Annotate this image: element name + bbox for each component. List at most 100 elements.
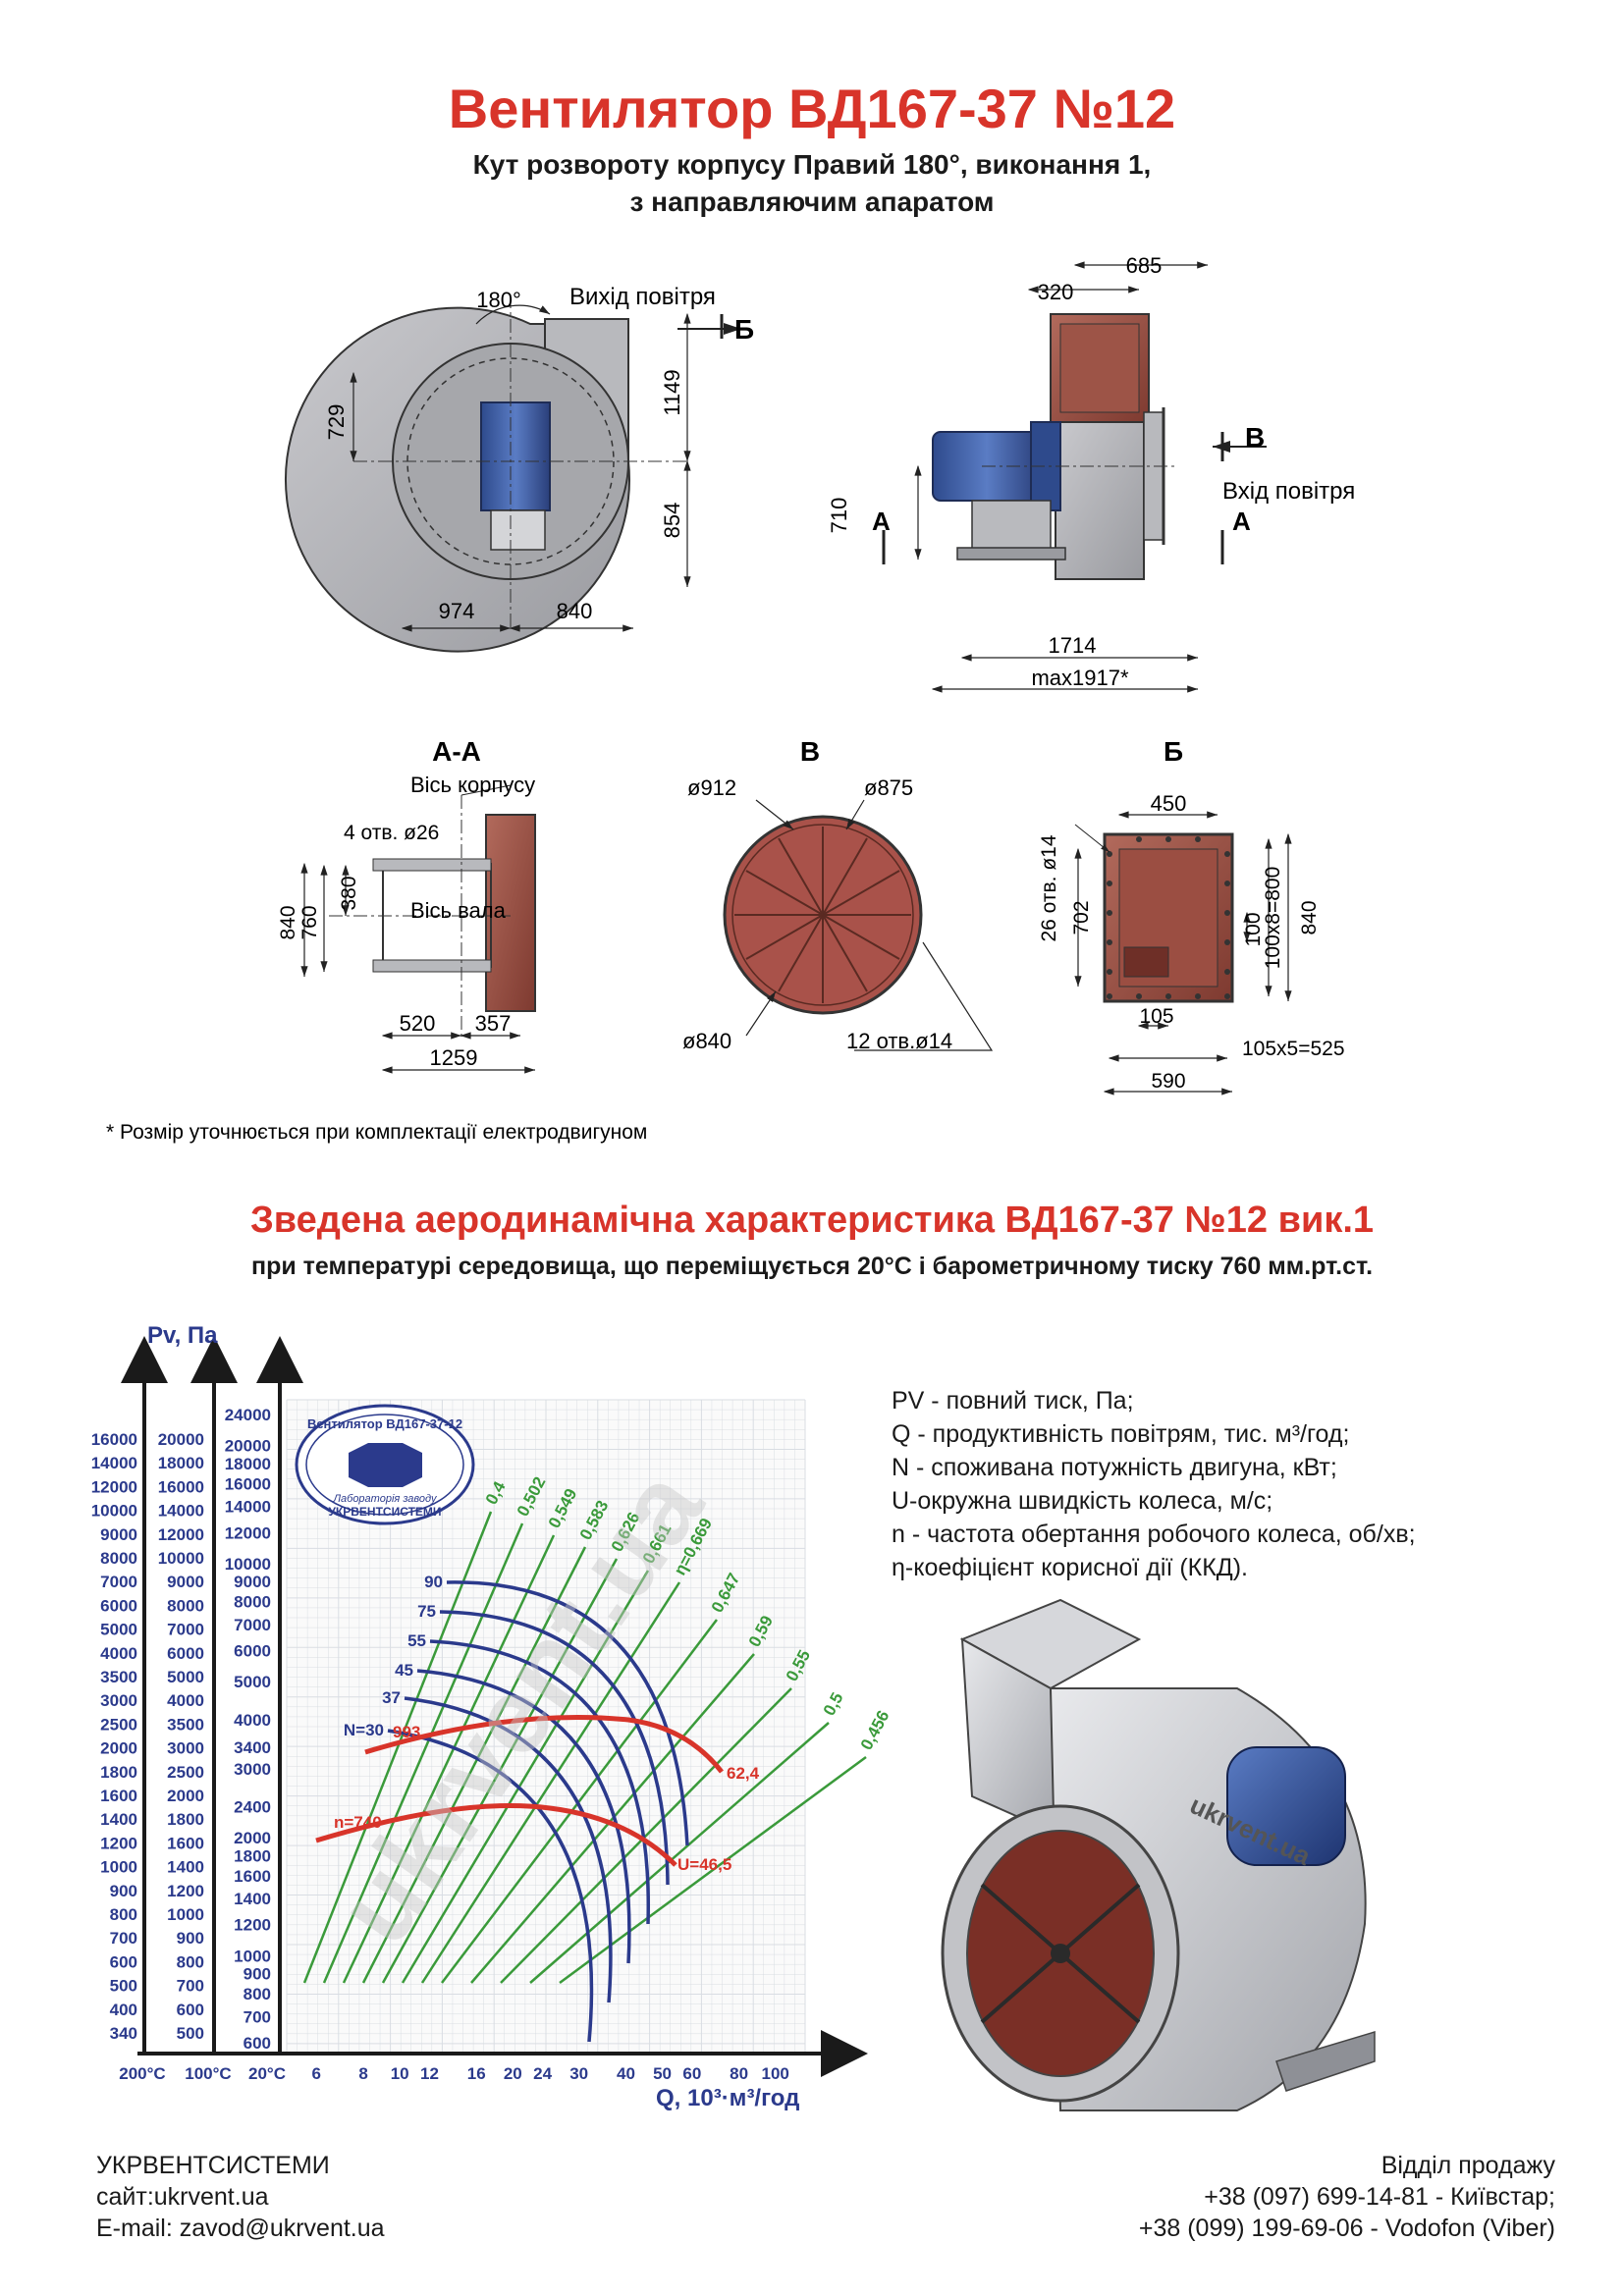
y-tick-100c: 3500 xyxy=(167,1715,204,1734)
pressure-curve xyxy=(364,1715,724,1774)
power-label: 37 xyxy=(382,1688,401,1707)
y-tick-20c: 7000 xyxy=(234,1616,271,1634)
y-tick-200c: 1200 xyxy=(100,1834,137,1852)
section-aa-dim-357: 357 xyxy=(475,1011,512,1036)
y-tick-100c: 9000 xyxy=(167,1573,204,1591)
y-tick-200c: 12000 xyxy=(91,1477,137,1496)
footer-site[interactable]: сайт:ukrvent.ua xyxy=(96,2183,269,2211)
y-tick-20c: 8000 xyxy=(234,1593,271,1612)
y-tick-100c: 2500 xyxy=(167,1763,204,1782)
section-aa-axis-shaft: Вісь вала xyxy=(410,898,507,923)
aero-subtitle: при температурі середовища, що переміщує… xyxy=(250,1253,1374,1280)
efficiency-line xyxy=(470,1653,755,1984)
section-aa-dim-520: 520 xyxy=(400,1011,436,1036)
view-b-dim-590: 590 xyxy=(1151,1070,1185,1093)
view-v-drawing xyxy=(723,799,994,1051)
x-axis-label: Q, 10³·м³/год xyxy=(656,2085,799,2111)
section-aa-dim-760: 760 xyxy=(298,905,321,939)
power-label: 55 xyxy=(407,1631,426,1650)
y-tick-20c: 12000 xyxy=(225,1523,271,1542)
footer-left: УКРВЕНТСИСТЕМИ сайт:ukrvent.ua E-mail: z… xyxy=(96,2150,385,2244)
section-aa-dim-1259: 1259 xyxy=(430,1045,478,1070)
view-b-dim-105: 105 xyxy=(1139,1005,1173,1028)
footer-right: Відділ продажу +38 (097) 699-14-81 - Киї… xyxy=(1139,2150,1555,2244)
front-dim-974: 974 xyxy=(439,599,475,623)
power-curve xyxy=(446,1580,689,1846)
view-b-dim-840: 840 xyxy=(1298,900,1321,934)
section-aa-dim-380: 380 xyxy=(338,876,360,910)
stamp-line1: Вентилятор ВД167-37-12 xyxy=(307,1416,462,1431)
y-tick-100c: 3000 xyxy=(167,1739,204,1758)
front-outlet-label: Вихід повітря xyxy=(569,284,716,310)
x-tick: 12 xyxy=(420,2064,439,2083)
front-dim-840: 840 xyxy=(557,599,593,623)
y-tick-200c: 1000 xyxy=(100,1858,137,1877)
section-aa-holes: 4 отв. ø26 xyxy=(344,822,439,844)
section-aa-axis-body: Вісь корпусу xyxy=(410,773,535,797)
y-tick-200c: 8000 xyxy=(100,1549,137,1568)
plot-grid xyxy=(286,1399,806,2055)
y-tick-100c: 14000 xyxy=(158,1502,204,1521)
y-tick-20c: 5000 xyxy=(234,1673,271,1691)
footer-phone-2[interactable]: +38 (099) 199-69-06 - Vodofon (Viber) xyxy=(1138,2215,1555,2242)
legend-item-eta: η-коефіцієнт корисної дії (ККД). xyxy=(892,1554,1248,1581)
x-tick: 6 xyxy=(312,2064,321,2083)
legend-item-n: N - споживана потужність двигуна, кВт; xyxy=(892,1454,1337,1481)
view-v-title: В xyxy=(800,736,820,767)
y-tick-20c: 1800 xyxy=(234,1846,271,1865)
y-tick-20c: 600 xyxy=(244,2034,271,2053)
y-tick-20c: 3400 xyxy=(234,1738,271,1757)
power-curve xyxy=(439,1610,670,1886)
x-tick: 10 xyxy=(391,2064,409,2083)
y-tick-100c: 900 xyxy=(177,1929,204,1948)
side-dim-685: 685 xyxy=(1126,253,1163,278)
y-tick-20c: 2000 xyxy=(234,1829,271,1847)
y-tick-200c: 4000 xyxy=(100,1644,137,1663)
y-tick-20c: 18000 xyxy=(225,1455,271,1473)
y-tick-200c: 700 xyxy=(110,1929,137,1948)
power-label: 75 xyxy=(417,1602,436,1621)
page-subtitle-line2: з направляючим апаратом xyxy=(629,187,995,217)
y-tick-200c: 2000 xyxy=(100,1739,137,1758)
footer-phone-1[interactable]: +38 (097) 699-14-81 - Київстар; xyxy=(1204,2183,1555,2211)
aero-chart: Pv, Па Q, 10³·м³/год 1600014000120001000… xyxy=(91,1322,893,2111)
y-tick-200c: 3500 xyxy=(100,1668,137,1686)
power-curve xyxy=(416,1669,631,1964)
efficiency-line xyxy=(322,1522,524,1984)
view-b-holes: 26 отв. ø14 xyxy=(1038,834,1060,941)
stamp-line2: Лабораторія заводу xyxy=(332,1493,438,1505)
y-tick-100c: 600 xyxy=(177,2001,204,2019)
footer-sales-title: Відділ продажу xyxy=(1380,2152,1555,2179)
x-tick: 20 xyxy=(504,2064,522,2083)
y-tick-100c: 5000 xyxy=(167,1668,204,1686)
section-aa-dim-840: 840 xyxy=(277,905,299,939)
x-temp-label: 20°С xyxy=(248,2064,286,2083)
y-tick-20c: 9000 xyxy=(234,1573,271,1591)
efficiency-line xyxy=(342,1534,556,1984)
efficiency-line xyxy=(441,1619,718,1984)
x-tick: 60 xyxy=(682,2064,701,2083)
y-tick-200c: 3000 xyxy=(100,1691,137,1710)
y-tick-20c: 6000 xyxy=(234,1642,271,1661)
view-v-d875: ø875 xyxy=(864,775,913,800)
efficiency-line xyxy=(361,1546,587,1984)
y-tick-200c: 400 xyxy=(110,2001,137,2019)
footer-email[interactable]: E-mail: zavod@ukrvent.ua xyxy=(96,2215,385,2242)
view-b-drawing xyxy=(1074,811,1292,1095)
y-tick-200c: 9000 xyxy=(100,1525,137,1544)
x-tick: 16 xyxy=(467,2064,486,2083)
y-tick-100c: 10000 xyxy=(158,1549,204,1568)
y-tick-100c: 2000 xyxy=(167,1787,204,1805)
power-curve xyxy=(404,1696,613,2003)
efficiency-line xyxy=(529,1722,830,1984)
efficiency-label: 0,456 xyxy=(857,1707,893,1752)
y-tick-100c: 18000 xyxy=(158,1454,204,1472)
y-tick-20c: 800 xyxy=(244,1985,271,2003)
side-dim-320: 320 xyxy=(1038,280,1074,304)
y-tick-200c: 1600 xyxy=(100,1787,137,1805)
front-dim-854: 854 xyxy=(660,503,684,539)
side-mark-b: В xyxy=(1245,422,1265,453)
front-dim-1149: 1149 xyxy=(660,369,684,415)
y-tick-20c: 900 xyxy=(244,1965,271,1984)
y-tick-100c: 20000 xyxy=(158,1430,204,1449)
